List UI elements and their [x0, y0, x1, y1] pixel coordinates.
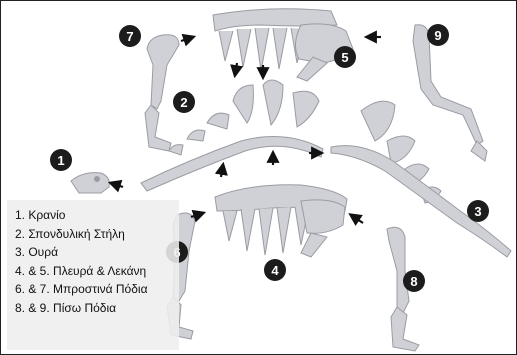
arrow-4: [351, 215, 363, 223]
back-leg-piece-right: [413, 25, 487, 161]
legend-item-back-legs: 8. & 9. Πίσω Πόδια: [15, 299, 179, 318]
legend-list: 1. Κρανίο 2. Σπονδυλική Στήλη 3. Ουρά 4.…: [7, 200, 179, 317]
rib-piece-bottom: [215, 185, 347, 257]
badge-4: 4: [264, 259, 286, 281]
arrow-7: [181, 37, 193, 41]
legend-item-tail: 3. Ουρά: [15, 243, 179, 262]
arrow-spine-left: [221, 165, 223, 177]
legend-item-spine: 2. Σπονδυλική Στήλη: [15, 225, 179, 244]
legend-box: 1. Κρανίο 2. Σπονδυλική Στήλη 3. Ουρά 4.…: [7, 200, 179, 350]
front-leg-piece-left: [145, 35, 179, 151]
legend-item-ribs-pelvis: 4. & 5. Πλευρά & Λεκάνη: [15, 262, 179, 281]
arrow-top-left: [235, 63, 237, 75]
badge-1: 1: [50, 149, 72, 171]
badge-2: 2: [173, 91, 195, 113]
arrow-1: [111, 183, 123, 187]
legend-item-front-legs: 6. & 7. Μπροστινά Πόδια: [15, 280, 179, 299]
spine-piece: [141, 80, 323, 191]
badge-7: 7: [119, 25, 141, 47]
badge-5: 5: [334, 46, 356, 68]
rib-piece-top: [213, 9, 353, 81]
badge-3: 3: [467, 200, 489, 222]
badge-8: 8: [403, 270, 425, 292]
legend-item-skull: 1. Κρανίο: [15, 206, 179, 225]
arrow-6: [191, 213, 203, 217]
tail-piece: [331, 101, 511, 257]
badge-9: 9: [427, 24, 449, 46]
skull-piece: [71, 173, 109, 193]
